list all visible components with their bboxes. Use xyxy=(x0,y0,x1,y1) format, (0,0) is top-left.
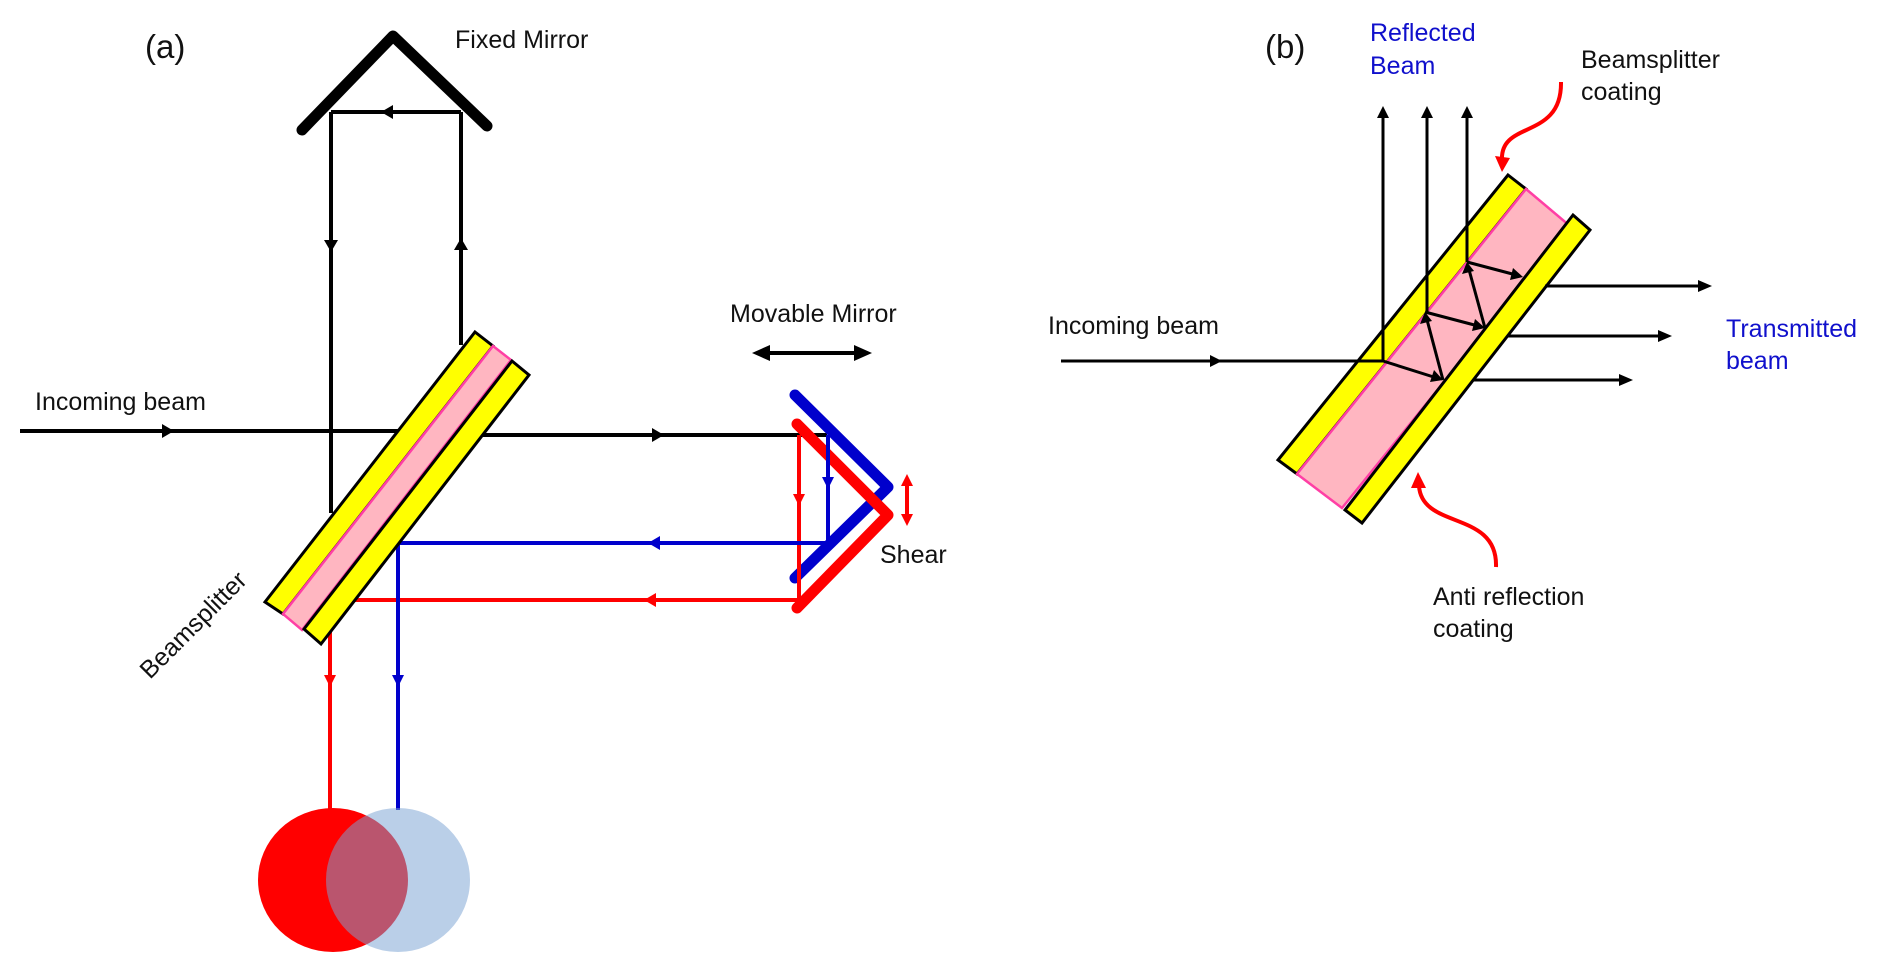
panel-a: (a) Fixed Mirror Movable Mirror Incoming… xyxy=(20,26,947,952)
beamsplitter-coating-label-line2: coating xyxy=(1581,78,1662,106)
beamsplitter-a xyxy=(262,329,532,647)
fixed-mirror-label: Fixed Mirror xyxy=(455,26,588,54)
arrow-left-icon xyxy=(381,105,393,119)
internal-ray xyxy=(1382,359,1441,381)
anti-reflection-label-line1: Anti reflection xyxy=(1433,583,1584,611)
panel-a-label: (a) xyxy=(145,28,185,65)
beamsplitter-substrate xyxy=(281,344,513,632)
arrow-right-icon xyxy=(1210,355,1222,367)
arrow-down-icon xyxy=(793,494,805,506)
arrow-down-icon xyxy=(324,240,338,252)
internal-ray xyxy=(1424,315,1445,381)
panel-b-label: (b) xyxy=(1265,28,1305,65)
arrow-down-icon xyxy=(392,675,404,687)
internal-ray xyxy=(1466,265,1487,329)
arrow-icon xyxy=(1462,262,1474,274)
arrow-right-icon xyxy=(854,345,872,361)
arrow-down-icon xyxy=(822,477,834,489)
anti-reflection-layer xyxy=(1342,212,1593,526)
beamsplitter-coating-layer xyxy=(262,329,496,617)
blue-detector-spot xyxy=(326,808,470,952)
incoming-beam-label-b: Incoming beam xyxy=(1048,312,1219,340)
fixed-mirror xyxy=(296,30,493,136)
movable-mirror-blue xyxy=(789,389,894,584)
beamsplitter-coating-callout xyxy=(1499,81,1564,161)
movable-mirror-label: Movable Mirror xyxy=(730,300,897,328)
arrow-icon xyxy=(1430,370,1443,382)
arrow-right-icon xyxy=(1698,280,1712,292)
internal-ray xyxy=(1466,260,1521,278)
reflected-beam-label-line2: Beam xyxy=(1370,52,1435,80)
arrow-down-icon xyxy=(324,675,336,687)
anti-reflection-layer xyxy=(301,358,532,647)
arrow-right-icon xyxy=(1658,330,1672,342)
internal-ray xyxy=(1424,310,1483,329)
arrow-right-icon xyxy=(162,424,174,438)
arrow-right-icon xyxy=(652,428,664,442)
reflected-beam-label-line1: Reflected xyxy=(1370,19,1476,47)
arrow-up-icon xyxy=(1461,106,1473,118)
arrow-up-icon xyxy=(1421,106,1433,118)
arrow-left-icon xyxy=(752,345,770,361)
beamsplitter-label: Beamsplitter xyxy=(134,566,252,684)
arrow-up-icon xyxy=(454,238,468,250)
anti-reflection-callout xyxy=(1417,485,1499,568)
arrow-right-icon xyxy=(1619,374,1633,386)
arrow-icon xyxy=(1510,268,1523,280)
transmitted-beam-label-line2: beam xyxy=(1726,347,1789,375)
beamsplitter-coating-label-line1: Beamsplitter xyxy=(1581,46,1720,74)
arrow-up-icon xyxy=(1411,472,1426,488)
arrow-icon xyxy=(1472,319,1485,331)
arrow-up-icon xyxy=(1377,106,1389,118)
arrow-up-icon xyxy=(901,474,913,486)
arrow-left-icon xyxy=(648,536,660,550)
movable-mirror-red xyxy=(791,418,894,614)
panel-b: (b) Reflected Beam Beamsplitter coating … xyxy=(1048,19,1857,643)
arrow-left-icon xyxy=(644,593,656,607)
shear-label: Shear xyxy=(880,541,947,569)
anti-reflection-label-line2: coating xyxy=(1433,615,1514,643)
incoming-beam-label-a: Incoming beam xyxy=(35,388,206,416)
arrow-down-icon xyxy=(1495,156,1510,172)
transmitted-beam-label-line1: Transmitted xyxy=(1726,315,1857,343)
beamsplitter-b xyxy=(1275,172,1593,526)
arrow-down-icon xyxy=(901,514,913,526)
arrow-icon xyxy=(1420,312,1432,324)
